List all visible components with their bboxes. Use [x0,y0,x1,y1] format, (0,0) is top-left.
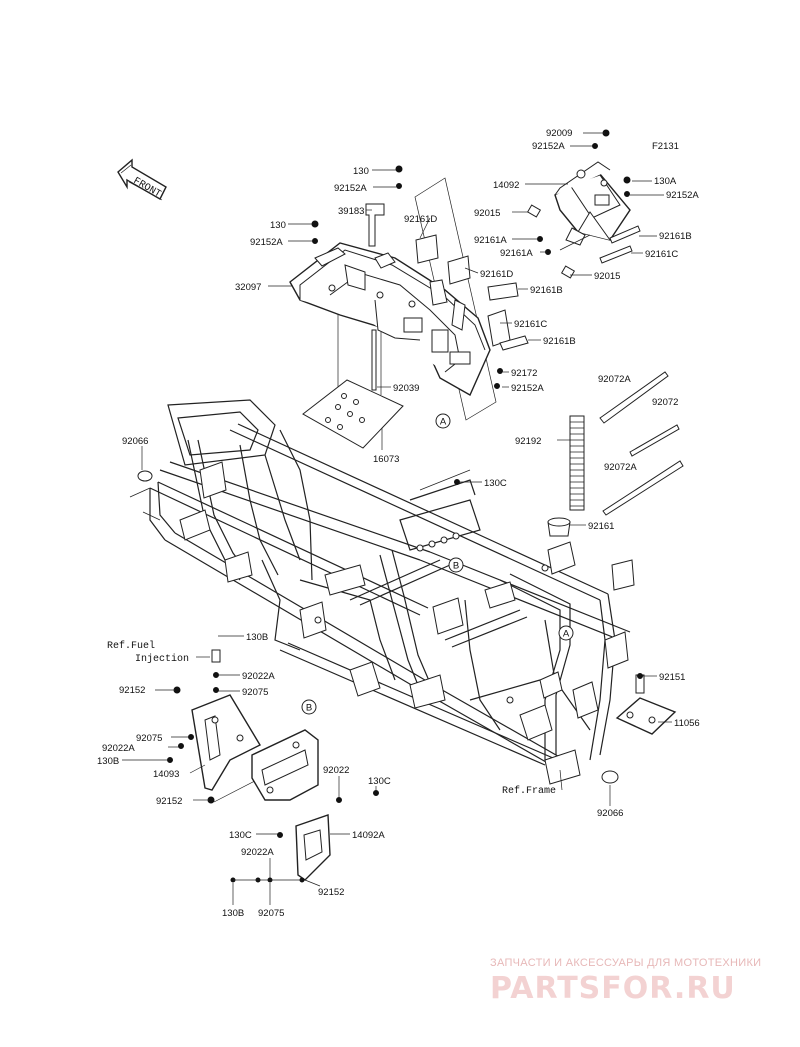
right-rods [137,371,684,784]
callout-92161D: 92161D [480,269,513,280]
callout-92151: 92151 [659,672,685,683]
callout-92152: 92152 [119,685,145,696]
callout-92161B: 92161B [543,336,576,347]
callout-92152A: 92152A [334,183,367,194]
callout-92015: 92015 [474,208,500,219]
rear-bracket-14092 [554,161,641,264]
svg-text:A: A [440,417,447,428]
callout-14092: 14092 [493,180,519,191]
callout-92161A: 92161A [500,248,533,259]
upper-left-hardware [311,165,503,389]
callout-14093: 14093 [153,769,179,780]
callout-92172: 92172 [511,368,537,379]
callout-32097: 32097 [235,282,261,293]
figure-code: F2131 [652,141,679,152]
callout-130B: 130B [246,632,268,643]
callout-92075: 92075 [242,687,268,698]
callout-92152: 92152 [318,887,344,898]
ref-fuel-injection-line2: Injection [135,653,189,665]
svg-text:A: A [563,629,570,640]
marker-a-frame: A [558,625,574,641]
ref-fuel-injection-line1: Ref.Fuel [107,640,155,652]
callout-92192: 92192 [515,436,541,447]
callout-92015: 92015 [594,271,620,282]
callout-92161C: 92161C [645,249,678,260]
callout-92152A: 92152A [511,383,544,394]
marker-a-top: A [435,413,451,429]
callout-92152A: 92152A [666,190,699,201]
ref-frame: Ref.Frame [502,785,556,797]
svg-text:B: B [306,703,312,714]
callout-16073: 16073 [373,454,399,465]
callout-130C: 130C [368,776,391,787]
callout-92066: 92066 [122,436,148,447]
callout-92022A: 92022A [102,743,135,754]
svg-text:B: B [453,561,459,572]
callout-130C: 130C [229,830,252,841]
callout-92152A: 92152A [532,141,565,152]
marker-b-bracket: B [301,699,317,715]
callout-92075: 92075 [136,733,162,744]
callout-92075: 92075 [258,908,284,919]
callout-130: 130 [270,220,286,231]
callout-130B: 130B [97,756,119,767]
callout-92152A: 92152A [250,237,283,248]
leader-lines [122,132,672,905]
watermark-tagline: ЗАПЧАСТИ И АКСЕССУАРЫ ДЛЯ МОТОТЕХНИКИ [490,957,761,969]
watermark-brand: PARTSFOR.RU [490,971,736,1006]
callout-130A: 130A [654,176,677,187]
callout-92161C: 92161C [514,319,547,330]
callout-92152: 92152 [156,796,182,807]
callout-92161B: 92161B [659,231,692,242]
callout-92072: 92072 [652,397,678,408]
callout-92022: 92022 [323,765,349,776]
carrier-assembly [289,177,529,450]
callout-92022A: 92022A [242,671,275,682]
callout-11056: 11056 [674,718,700,729]
callout-92022A: 92022A [241,847,274,858]
callout-92072A: 92072A [598,374,631,385]
callout-14092A: 14092A [352,830,385,841]
callout-92161B: 92161B [530,285,563,296]
main-frame [129,399,635,803]
callout-130C: 130C [484,478,507,489]
callout-130: 130 [353,166,369,177]
callout-92066: 92066 [597,808,623,819]
callout-92161D: 92161D [404,214,437,225]
callout-92161: 92161 [588,521,614,532]
callout-92072A: 92072A [604,462,637,473]
marker-b-frame: B [448,557,464,573]
callout-92009: 92009 [546,128,572,139]
callout-130B: 130B [222,908,244,919]
callout-92161A: 92161A [474,235,507,246]
lower-left-brackets [167,479,643,883]
front-arrow-icon [117,158,167,201]
callout-39183: 39183 [338,206,364,217]
callout-92039: 92039 [393,383,419,394]
callout-labels: 92009 92152A 14092 130A 92152A 92015 921… [97,128,700,919]
